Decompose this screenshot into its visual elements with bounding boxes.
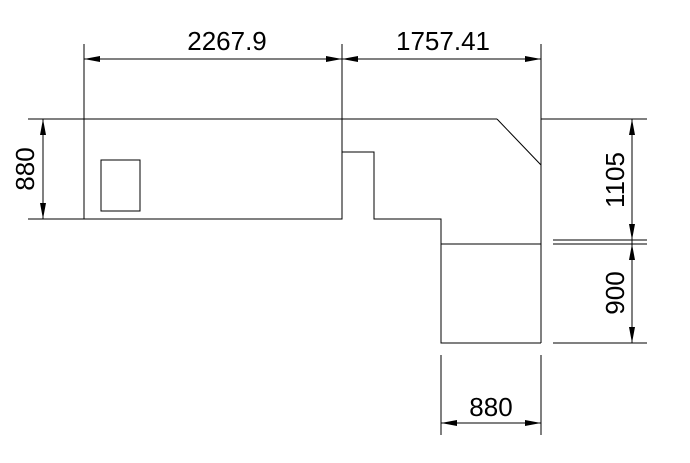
dimension-top: 2267.9 1757.41 (83, 26, 542, 119)
inner-small-rect (100, 159, 141, 212)
dim-top-right-label: 1757.41 (396, 26, 490, 56)
dim-right-lower-label: 900 (600, 271, 630, 314)
desk-outline (83, 118, 542, 344)
dim-top-left-label: 2267.9 (187, 26, 267, 56)
dim-left-label: 880 (10, 147, 40, 190)
dimension-bottom: 880 (440, 355, 542, 435)
dim-right-upper-label: 1105 (600, 152, 630, 208)
left-desk-block (83, 118, 343, 220)
chamfer-edge (496, 118, 542, 166)
dim-bottom-label: 880 (469, 392, 512, 422)
dimension-left: 880 (10, 118, 84, 220)
dimension-right: 1105 900 (541, 118, 647, 344)
stepped-contour (342, 151, 541, 344)
